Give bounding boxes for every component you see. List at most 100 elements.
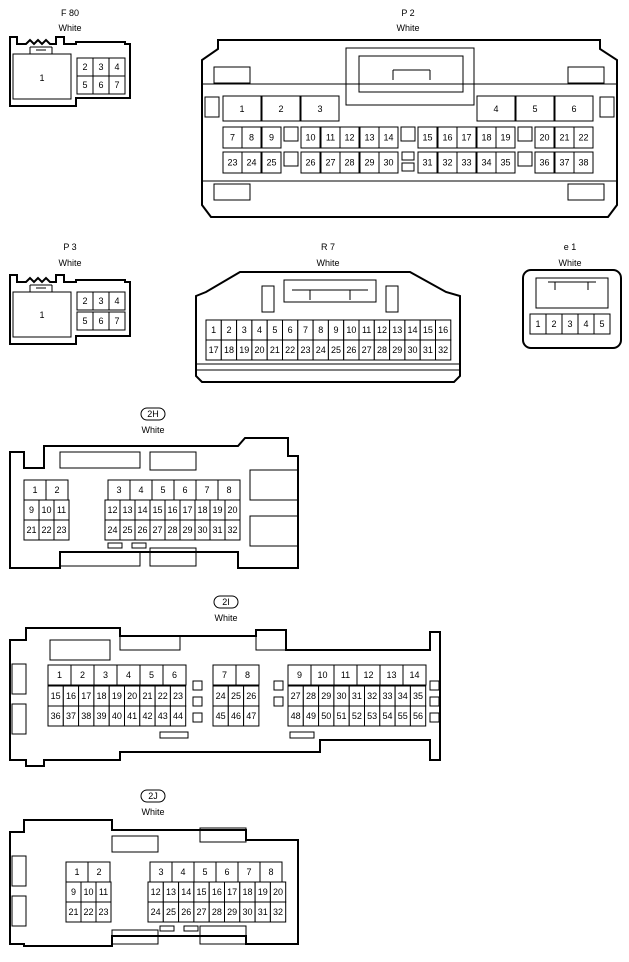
pin-label: 31	[258, 907, 268, 917]
pin-cell	[261, 126, 282, 149]
terminal-slot	[401, 151, 415, 161]
housing-outline	[195, 271, 461, 383]
pin-label: 9	[297, 670, 302, 680]
latch-outline	[29, 284, 53, 292]
pin-label: 8	[249, 133, 254, 143]
latch-detail	[358, 55, 464, 93]
pin-label: 12	[107, 505, 117, 515]
pin-label: 8	[245, 670, 250, 680]
pin-label: 5	[82, 316, 87, 326]
pin-label: 11	[99, 887, 108, 897]
housing-outline	[201, 39, 618, 218]
pin-label: 21	[142, 691, 152, 701]
pin-label: 15	[423, 325, 433, 335]
pin-label: 14	[137, 505, 147, 515]
pin-label: 5	[599, 319, 604, 329]
pin-label: 13	[364, 133, 374, 143]
pin-label: 1	[74, 867, 79, 877]
terminal-slot	[192, 696, 203, 707]
pin-label: 18	[481, 133, 491, 143]
pin-label: 12	[344, 133, 354, 143]
pin-label: 8	[226, 485, 231, 495]
housing-outline	[9, 36, 131, 107]
pin-label: 14	[409, 670, 419, 680]
pin-label: 26	[181, 907, 191, 917]
connector-name: e 1	[564, 242, 577, 252]
housing-shape	[49, 639, 111, 661]
terminal-slot	[401, 162, 415, 172]
pin-cell	[269, 901, 287, 923]
housing-shape	[183, 925, 199, 932]
pin-label: 21	[559, 133, 569, 143]
pin-label: 31	[352, 691, 362, 701]
pin-label: 13	[386, 670, 396, 680]
pin-label: 12	[363, 670, 373, 680]
pin-cell	[241, 151, 262, 174]
pin-label: 15	[197, 887, 207, 897]
pin-label: 4	[583, 319, 588, 329]
pin-label: 29	[182, 525, 192, 535]
pin-label: 11	[362, 325, 371, 335]
pin-cell	[495, 151, 516, 174]
pin-label: 2	[226, 325, 231, 335]
pin-label: 22	[158, 691, 168, 701]
pin-label: 6	[571, 104, 576, 114]
pin-label: 22	[83, 907, 93, 917]
pin-label: 54	[382, 711, 392, 721]
terminal-slot	[429, 712, 440, 723]
pin-label: 5	[160, 485, 165, 495]
pin-label: 34	[398, 691, 408, 701]
connector-name: 2H	[147, 409, 159, 419]
pin-label: 50	[321, 711, 331, 721]
pin-label: 22	[578, 133, 588, 143]
pin-label: 27	[362, 345, 372, 355]
pin-label: 24	[151, 907, 161, 917]
pin-label: 18	[97, 691, 107, 701]
connector-name: F 80	[61, 8, 79, 18]
pin-label: 38	[81, 711, 91, 721]
pin-label: 25	[266, 158, 276, 168]
pin-label: 12	[151, 887, 161, 897]
pin-cell	[378, 126, 399, 149]
pin-label: 23	[56, 525, 66, 535]
pin-label: 20	[273, 887, 283, 897]
pin-label: 24	[246, 158, 256, 168]
pin-label: 10	[83, 887, 93, 897]
pin-label: 18	[197, 505, 207, 515]
pin-label: 21	[68, 907, 78, 917]
pin-label: 32	[438, 345, 448, 355]
pin-cell	[162, 664, 187, 686]
pin-cell	[261, 151, 282, 174]
housing-shape	[119, 635, 181, 651]
pin-label: 13	[122, 505, 132, 515]
pin-cell	[222, 95, 262, 122]
pin-label: 16	[212, 887, 222, 897]
pin-label: 25	[231, 691, 241, 701]
pin-label: 19	[112, 691, 122, 701]
pin-label: 1	[535, 319, 540, 329]
pin-label: 9	[71, 887, 76, 897]
pin-cell	[456, 151, 477, 174]
pin-label: 4	[180, 867, 185, 877]
connector-color: White	[58, 258, 81, 268]
pin-label: 31	[212, 525, 222, 535]
pin-cell	[515, 95, 555, 122]
pin-label: 46	[231, 711, 241, 721]
pin-label: 3	[98, 296, 103, 306]
pin-label: 23	[173, 691, 183, 701]
pin-label: 10	[305, 133, 315, 143]
terminal-slot	[273, 680, 284, 691]
pin-label: 2	[82, 296, 87, 306]
pin-label: 16	[438, 325, 448, 335]
latch-outline	[29, 46, 53, 54]
pin-label: 7	[114, 80, 119, 90]
pin-label: 17	[227, 887, 237, 897]
pin-cell	[339, 151, 360, 174]
pin-label: 14	[383, 133, 393, 143]
pin-label: 29	[227, 907, 237, 917]
connector-color: White	[58, 23, 81, 33]
pin-label: 15	[51, 691, 61, 701]
